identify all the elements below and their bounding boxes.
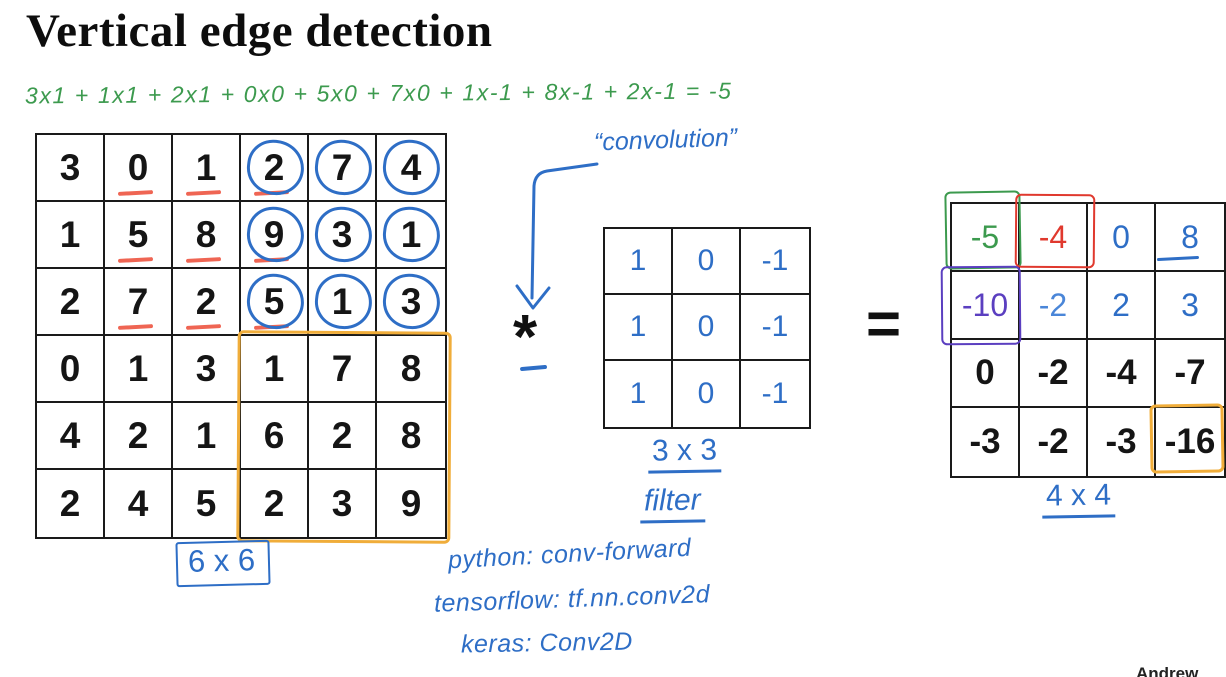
input-matrix: 3 0 1 2 7 4 1 5 8 9 3 1 2 7 2 5 1 3 0 1 … (35, 133, 447, 539)
output-box-purple (940, 265, 1022, 346)
filter-name-label: filter (639, 483, 706, 524)
code-line-python: python: conv-forward (447, 533, 692, 575)
input-cell: 2 (37, 470, 105, 537)
input-cell: 7 (105, 269, 173, 336)
input-cell: 7 (309, 336, 377, 403)
filter-cell: 0 (673, 295, 741, 361)
input-size-label-box: 6 x 6 (175, 539, 271, 588)
watermark-andrew: Andrew (1136, 664, 1199, 677)
input-cell: 1 (105, 336, 173, 403)
convolution-operator: * (513, 303, 538, 372)
output-size-label: 4 x 4 (1041, 478, 1116, 519)
output-cell: -3 (952, 408, 1020, 476)
filter-matrix: 1 0 -1 1 0 -1 1 0 -1 (603, 227, 811, 429)
output-size-label-wrap: 4 x 4 (1041, 478, 1116, 519)
convolution-sum-equation: 3x1 + 1x1 + 2x1 + 0x0 + 5x0 + 7x0 + 1x-1… (24, 77, 733, 109)
input-cell: 1 (173, 135, 241, 202)
output-cell: 2 (1088, 272, 1156, 340)
input-cell: 2 (241, 135, 309, 202)
output-cell: -10 (952, 272, 1020, 340)
input-window-highlight (236, 330, 452, 544)
input-cell: 7 (309, 135, 377, 202)
filter-cell: 0 (673, 361, 741, 427)
filter-size-label-wrap: 3 x 3 (647, 433, 722, 474)
input-cell: 1 (377, 202, 445, 269)
input-cell: 0 (105, 135, 173, 202)
output-cell: -16 (1164, 422, 1216, 461)
output-box-green (944, 190, 1022, 270)
input-cell: 4 (377, 135, 445, 202)
input-cell: 3 (309, 470, 377, 537)
code-line-tensorflow: tensorflow: tf.nn.conv2d (433, 580, 711, 618)
input-cell: 3 (377, 269, 445, 336)
input-cell: 2 (309, 403, 377, 470)
filter-size-label: 3 x 3 (647, 433, 722, 474)
output-cell: -2 (1020, 340, 1088, 408)
input-cell: 4 (105, 470, 173, 537)
input-cell: 2 (173, 269, 241, 336)
output-cell: 0 (1088, 204, 1156, 272)
input-cell: 8 (377, 403, 445, 470)
input-cell: 4 (37, 403, 105, 470)
filter-cell: -1 (741, 295, 809, 361)
input-cell: 1 (37, 202, 105, 269)
output-cell: 3 (1156, 272, 1224, 340)
output-cell: 0 (952, 340, 1020, 408)
filter-cell: 1 (605, 229, 673, 295)
page-title: Vertical edge detection (26, 5, 493, 57)
output-box-yellow (1149, 403, 1225, 474)
code-line-keras: keras: Conv2D (460, 627, 634, 659)
input-cell: 9 (400, 482, 422, 524)
input-cell: 9 (241, 202, 309, 269)
convolution-label: “convolution” (593, 123, 738, 157)
input-cell: 3 (309, 202, 377, 269)
filter-cell: 1 (605, 361, 673, 427)
output-cell: 8 (1156, 204, 1224, 272)
input-cell: 5 (173, 470, 241, 537)
input-cell: 2 (241, 470, 309, 537)
output-box-red (1014, 193, 1096, 269)
input-cell: 3 (173, 336, 241, 403)
output-cell: -7 (1156, 340, 1224, 408)
input-cell: 1 (309, 269, 377, 336)
input-cell: 3 (37, 135, 105, 202)
filter-cell: 1 (605, 295, 673, 361)
input-cell: 8 (173, 202, 241, 269)
filter-cell: -1 (761, 377, 789, 410)
output-matrix: -5 -4 0 8 -10 -2 2 3 0 -2 -4 -7 -3 -2 -3… (950, 202, 1226, 478)
input-cell: 8 (377, 336, 445, 403)
input-cell: 2 (105, 403, 173, 470)
input-cell: 5 (105, 202, 173, 269)
convolution-arrow-icon (515, 162, 599, 310)
equals-sign: = (866, 290, 902, 357)
output-cell: -2 (1020, 408, 1088, 476)
input-cell: 0 (37, 336, 105, 403)
input-cell: 1 (173, 403, 241, 470)
output-cell: -3 (1088, 408, 1156, 476)
filter-cell: -1 (741, 229, 809, 295)
input-cell: 5 (241, 269, 309, 336)
output-cell: -2 (1020, 272, 1088, 340)
output-cell: -4 (1020, 204, 1088, 272)
input-size-label: 6 x 6 (187, 542, 256, 579)
filter-cell: 0 (673, 229, 741, 295)
filter-name-label-wrap: filter (639, 483, 706, 524)
input-cell: 1 (241, 336, 309, 403)
output-cell: -5 (952, 204, 1020, 272)
output-cell: -4 (1088, 340, 1156, 408)
input-cell: 6 (241, 403, 309, 470)
input-cell: 2 (37, 269, 105, 336)
